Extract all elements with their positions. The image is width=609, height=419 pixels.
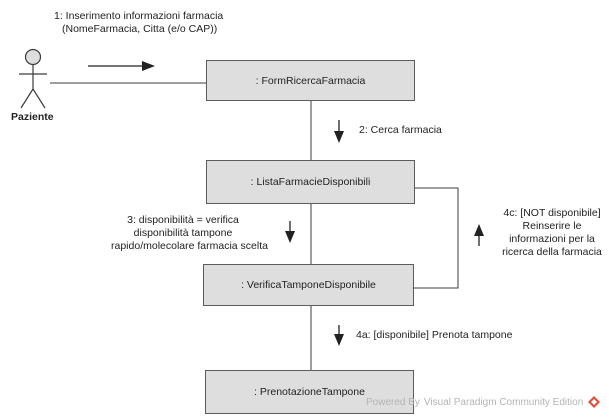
arrow-m2-down bbox=[334, 120, 344, 143]
actor-label: Paziente bbox=[11, 111, 54, 123]
actor-figure bbox=[19, 48, 47, 109]
message-4c: 4c: [NOT disponibile] Reinserire le info… bbox=[502, 207, 602, 258]
arrow-m3-down bbox=[285, 221, 295, 243]
object-label: : FormRicercaFarmacia bbox=[255, 74, 366, 87]
object-label: : VerificaTamponeDisponibile bbox=[241, 279, 376, 291]
arrow-m4a-down bbox=[334, 325, 344, 346]
visual-paradigm-logo-icon bbox=[588, 396, 601, 408]
object-label: : PrenotazioneTampone bbox=[254, 386, 365, 398]
watermark-text: Powered By Visual Paradigm Community Edi… bbox=[366, 396, 584, 408]
link-verifica-lista-loop bbox=[414, 187, 459, 289]
watermark: Powered By Visual Paradigm Community Edi… bbox=[366, 396, 601, 408]
object-lista-farmacie-disponibili[interactable]: : ListaFarmacieDisponibili bbox=[206, 160, 415, 204]
message-2: 2: Cerca farmacia bbox=[359, 124, 442, 136]
message-1: 1: Inserimento informazioni farmacia (No… bbox=[54, 10, 224, 35]
arrow-m1-right bbox=[88, 61, 155, 71]
object-form-ricerca-farmacia[interactable]: : FormRicercaFarmacia bbox=[206, 60, 415, 101]
object-prenotazione-tampone[interactable]: : PrenotazioneTampone bbox=[205, 370, 414, 414]
message-4a: 4a: [disponibile] Prenota tampone bbox=[356, 329, 513, 341]
arrow-m4c-up bbox=[474, 224, 484, 246]
object-verifica-tampone-disponibile[interactable]: : VerificaTamponeDisponibile bbox=[203, 264, 414, 306]
message-3: 3: disponibilità = verifica disponibilit… bbox=[111, 214, 268, 252]
object-label: : ListaFarmacieDisponibili bbox=[250, 176, 371, 188]
